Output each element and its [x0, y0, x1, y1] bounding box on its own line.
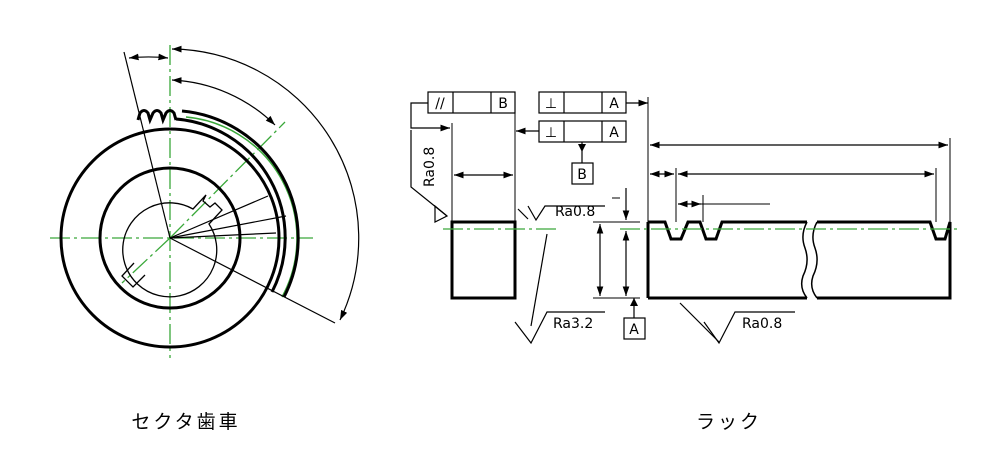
parallel-symbol: //	[435, 96, 445, 112]
perpendicular-symbol-bottom: ⊥	[545, 125, 557, 141]
bottom-right-roughness-label: Ra0.8	[742, 316, 782, 332]
gear-diagonal-centerline	[169, 121, 286, 239]
perpendicular-symbol-top: ⊥	[545, 96, 557, 112]
parallel-datum-label: B	[498, 96, 508, 112]
bottom-left-roughness-symbol	[514, 311, 605, 345]
rack-caption: ラック	[696, 411, 762, 433]
perpendicular-datum-bottom: A	[609, 125, 619, 141]
datum-a-label: A	[629, 322, 639, 338]
rack-break-right	[810, 221, 818, 299]
top-roughness-label: Ra0.8	[555, 204, 595, 220]
bottom-right-roughness-symbol	[703, 311, 795, 345]
bottom-left-roughness-leader	[530, 233, 548, 327]
angle-reference-line	[123, 51, 171, 239]
rack-right-body	[817, 220, 952, 300]
datum-b-label: B	[577, 167, 587, 183]
rack-end-section	[450, 220, 517, 300]
keyway-centerline	[121, 237, 171, 284]
gear-teeth	[136, 109, 178, 125]
angle-dimension-middle	[171, 77, 276, 126]
perpendicular-datum-top: A	[609, 96, 619, 112]
sector-gear	[50, 45, 360, 358]
rack-end-view: // B Ra0.8 Ra0.8 Ra3.2	[410, 91, 605, 345]
angle-dimension-large	[171, 45, 360, 321]
parallelism-frame: // B	[427, 91, 516, 114]
bottom-left-roughness-label: Ra3.2	[553, 316, 593, 332]
datum-a-box	[623, 317, 646, 340]
parallel-leader	[410, 102, 450, 132]
datum-b-box	[571, 162, 594, 185]
sector-gear-caption: セクタ歯車	[131, 411, 240, 433]
side-roughness-symbol	[434, 204, 449, 223]
rack-side-view: ⊥ A ⊥ A B	[516, 91, 960, 345]
bottom-right-roughness-leader	[679, 302, 720, 343]
datum-a-triangle	[630, 298, 638, 306]
angle-dimension-small	[128, 53, 169, 61]
perpendicularity-frame-top: ⊥ A	[538, 91, 627, 114]
rack-break-left	[800, 221, 808, 299]
datum-b-triangle	[578, 144, 586, 152]
top-roughness-symbol	[527, 205, 605, 222]
rack-left-body	[646, 220, 807, 300]
perpendicularity-frame-bottom: ⊥ A	[538, 120, 627, 143]
radial-line-1	[169, 195, 269, 239]
top-roughness-leader	[517, 208, 529, 220]
side-roughness-label: Ra0.8	[422, 147, 438, 187]
key-slot	[121, 262, 146, 288]
